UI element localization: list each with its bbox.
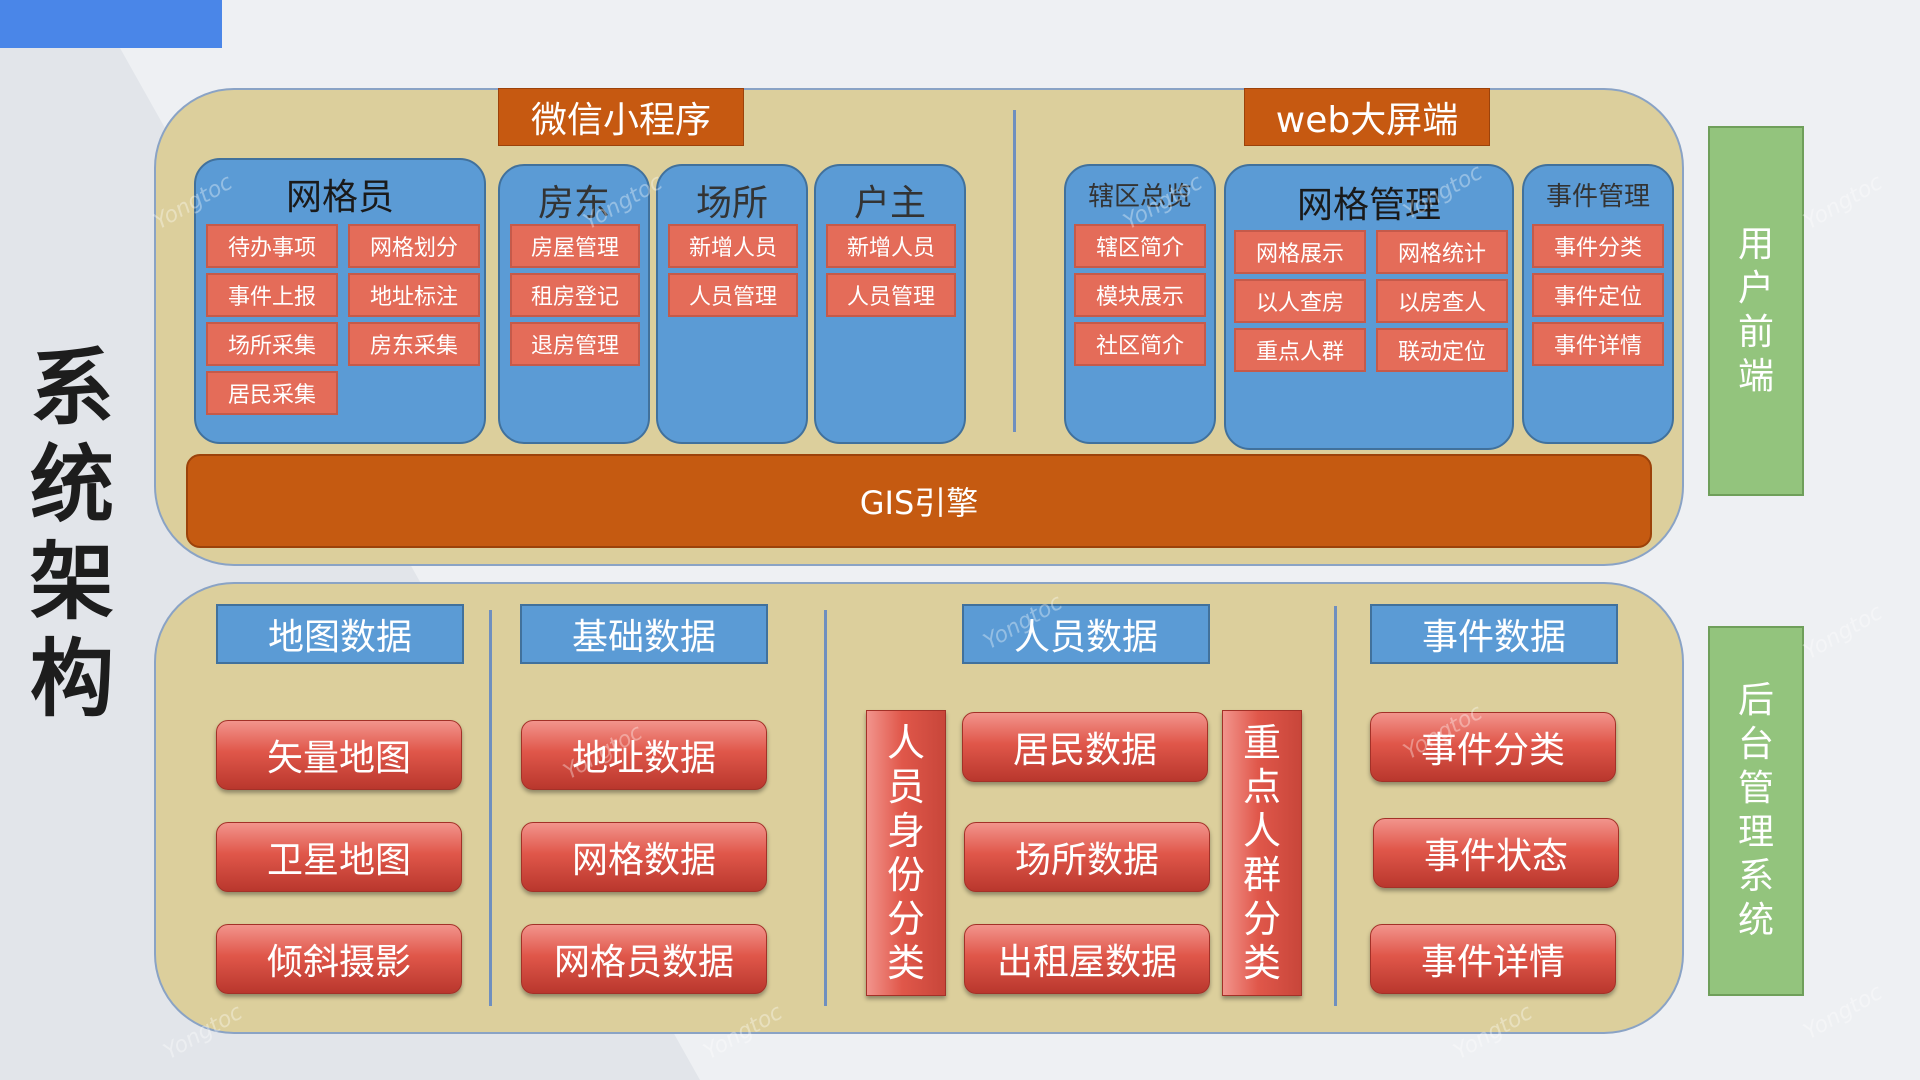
miniprogram-header: 微信小程序 [498, 88, 744, 146]
accent-bar [0, 0, 222, 48]
web-screen-header: web大屏端 [1244, 88, 1490, 146]
item-button[interactable]: 新增人员 [668, 224, 798, 268]
item-button[interactable]: 事件定位 [1532, 273, 1664, 317]
item-button[interactable]: 网格统计 [1376, 230, 1508, 274]
vertical-text: 人员身份分类 [886, 721, 925, 985]
card-title: 户主 [853, 183, 926, 224]
divider-vertical [1013, 110, 1016, 432]
map-data-header: 地图数据 [216, 604, 464, 664]
page-title: 系统架构 [29, 339, 114, 728]
item-button[interactable]: 租房登记 [510, 273, 640, 317]
item-button[interactable]: 辖区简介 [1074, 224, 1206, 268]
watermark: Yongtoc [1799, 980, 1888, 1045]
data-item[interactable]: 事件分类 [1370, 712, 1616, 782]
item-button[interactable]: 事件上报 [206, 273, 338, 317]
card-title: 场所 [695, 183, 768, 224]
identity-category-label: 人员身份分类 [866, 710, 946, 996]
data-item[interactable]: 矢量地图 [216, 720, 462, 790]
user-frontend-label: 用户前端 [1708, 126, 1804, 496]
people-data-header: 人员数据 [962, 604, 1210, 664]
item-button[interactable]: 待办事项 [206, 224, 338, 268]
data-item[interactable]: 场所数据 [964, 822, 1210, 892]
data-item[interactable]: 网格数据 [521, 822, 767, 892]
divider-vertical [824, 610, 827, 1006]
gis-engine-bar: GIS引擎 [186, 454, 1652, 548]
item-button[interactable]: 联动定位 [1376, 328, 1508, 372]
key-population-category-label: 重点人群分类 [1222, 710, 1302, 996]
watermark: Yongtoc [1799, 170, 1888, 235]
watermark: Yongtoc [1799, 600, 1888, 665]
item-button[interactable]: 社区简介 [1074, 322, 1206, 366]
data-item[interactable]: 事件详情 [1370, 924, 1616, 994]
item-button[interactable]: 退房管理 [510, 322, 640, 366]
data-item[interactable]: 倾斜摄影 [216, 924, 462, 994]
item-button[interactable]: 事件详情 [1532, 322, 1664, 366]
data-item[interactable]: 网格员数据 [521, 924, 767, 994]
basic-data-header: 基础数据 [520, 604, 768, 664]
card-title: 网格员 [285, 177, 394, 218]
data-item[interactable]: 出租屋数据 [964, 924, 1210, 994]
vertical-text: 后台管理系统 [1737, 680, 1774, 941]
vertical-text: 重点人群分类 [1242, 721, 1281, 985]
item-button[interactable]: 场所采集 [206, 322, 338, 366]
data-item[interactable]: 地址数据 [521, 720, 767, 790]
data-item[interactable]: 卫星地图 [216, 822, 462, 892]
item-button[interactable]: 重点人群 [1234, 328, 1366, 372]
divider-vertical [1334, 606, 1337, 1006]
item-button[interactable]: 模块展示 [1074, 273, 1206, 317]
event-data-header: 事件数据 [1370, 604, 1618, 664]
item-button[interactable]: 事件分类 [1532, 224, 1664, 268]
card-title: 网格管理 [1296, 185, 1441, 226]
card-title: 辖区总览 [1087, 182, 1192, 212]
item-button[interactable]: 人员管理 [668, 273, 798, 317]
item-button[interactable]: 房东采集 [348, 322, 480, 366]
backend-system-label: 后台管理系统 [1708, 626, 1804, 996]
item-button[interactable]: 房屋管理 [510, 224, 640, 268]
item-button[interactable]: 以房查人 [1376, 279, 1508, 323]
card-title: 事件管理 [1545, 182, 1650, 212]
vertical-text: 用户前端 [1737, 224, 1774, 397]
item-button[interactable]: 居民采集 [206, 371, 338, 415]
card-title: 房东 [537, 183, 610, 224]
item-button[interactable]: 网格展示 [1234, 230, 1366, 274]
item-button[interactable]: 网格划分 [348, 224, 480, 268]
data-item[interactable]: 事件状态 [1373, 818, 1619, 888]
item-button[interactable]: 以人查房 [1234, 279, 1366, 323]
item-button[interactable]: 人员管理 [826, 273, 956, 317]
item-button[interactable]: 新增人员 [826, 224, 956, 268]
item-button[interactable]: 地址标注 [348, 273, 480, 317]
divider-vertical [489, 610, 492, 1006]
data-item[interactable]: 居民数据 [962, 712, 1208, 782]
